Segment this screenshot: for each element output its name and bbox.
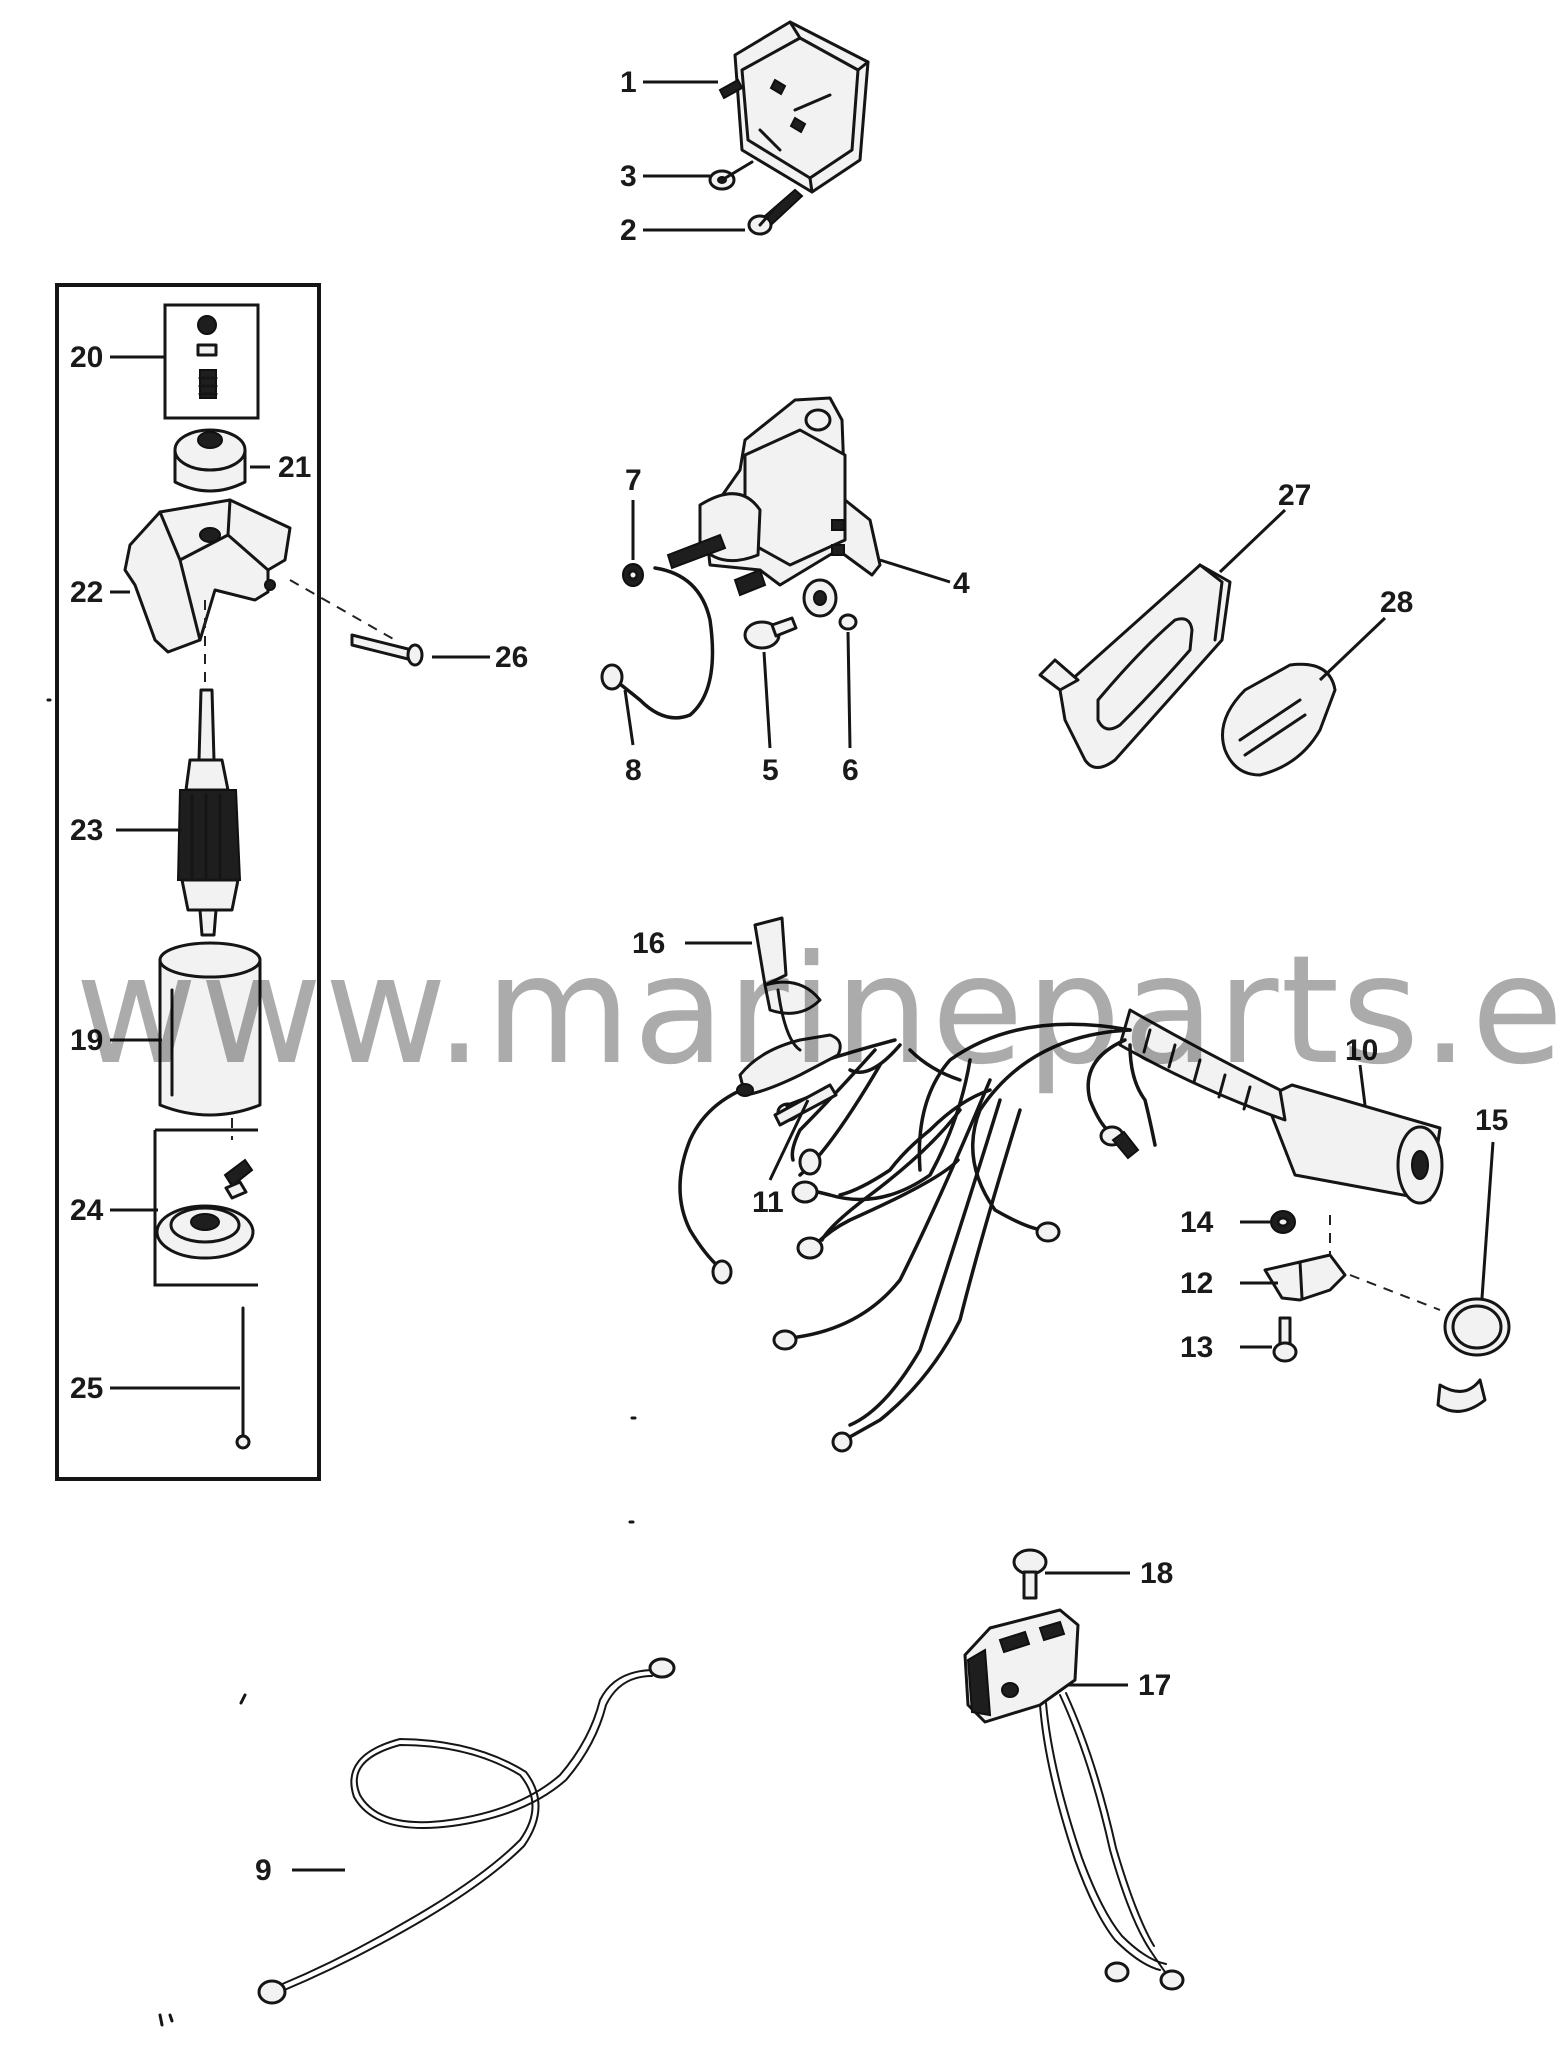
callout-18: 18 (1140, 1557, 1173, 1590)
part-4-solenoid (666, 396, 882, 618)
watermark-text: www.marineparts.eu (75, 924, 1560, 1098)
part-7-nut (622, 563, 644, 587)
callout-9: 9 (255, 1854, 272, 1887)
callout-3: 3 (620, 160, 637, 193)
part-15-clamp-ring (1436, 1297, 1511, 1413)
part-23-armature (176, 688, 242, 937)
part-8-wire-lead (600, 566, 715, 720)
callout-22: 22 (70, 576, 103, 609)
callout-28: 28 (1380, 586, 1413, 619)
part-25-through-bolt (235, 1306, 251, 1450)
starter-motor-group-frame (55, 283, 321, 1481)
part-26-screw (350, 633, 424, 667)
part-27-boot (1038, 563, 1232, 769)
part-17-switch (963, 1608, 1185, 1991)
callout-11: 11 (752, 1186, 784, 1219)
callout-1: 1 (620, 66, 637, 99)
callout-5: 5 (762, 754, 779, 787)
callout-23: 23 (70, 814, 103, 847)
callout-13: 13 (1180, 1331, 1213, 1364)
part-9-cable (257, 1657, 676, 2005)
callout-26: 26 (495, 641, 528, 674)
callout-19: 19 (70, 1024, 103, 1057)
part-18-screw (1012, 1548, 1048, 1600)
callout-20: 20 (70, 341, 103, 374)
callout-14: 14 (1180, 1206, 1214, 1239)
part-16-clip (753, 916, 822, 1052)
callout-10: 10 (1345, 1034, 1378, 1067)
part-21-end-cap (173, 428, 247, 493)
part-12-bracket (1263, 1253, 1347, 1302)
part-14-nut (1270, 1210, 1296, 1234)
callout-24: 24 (70, 1194, 104, 1227)
callout-16: 16 (632, 927, 665, 960)
part-22-end-frame (123, 498, 292, 654)
callout-leaders (110, 80, 1495, 1872)
callout-21: 21 (278, 451, 311, 484)
callout-12: 12 (1180, 1267, 1213, 1300)
callout-17: 17 (1138, 1669, 1171, 1702)
callout-4: 4 (953, 567, 970, 600)
callout-27: 27 (1278, 479, 1311, 512)
callout-labels: 1 2 3 4 5 6 7 8 9 10 11 12 13 14 15 16 1… (70, 66, 1508, 1887)
part-24-end-plate (153, 1128, 258, 1287)
part-5-screw (743, 616, 798, 650)
callout-2: 2 (620, 214, 637, 247)
part-6-washer (838, 613, 858, 631)
part-1-mounting-block (733, 20, 870, 194)
part-10-wiring-harness (678, 1008, 1444, 1440)
part-19-field-frame (158, 941, 262, 1117)
part-28-cover (1221, 662, 1337, 777)
callout-6: 6 (842, 754, 859, 787)
part-2-screw (747, 188, 804, 236)
callout-7: 7 (625, 464, 642, 497)
part-20-brush-kit (163, 303, 260, 420)
part-13-screw (1272, 1316, 1298, 1363)
callout-8: 8 (625, 754, 642, 787)
callout-15: 15 (1475, 1104, 1508, 1137)
callout-25: 25 (70, 1372, 103, 1405)
